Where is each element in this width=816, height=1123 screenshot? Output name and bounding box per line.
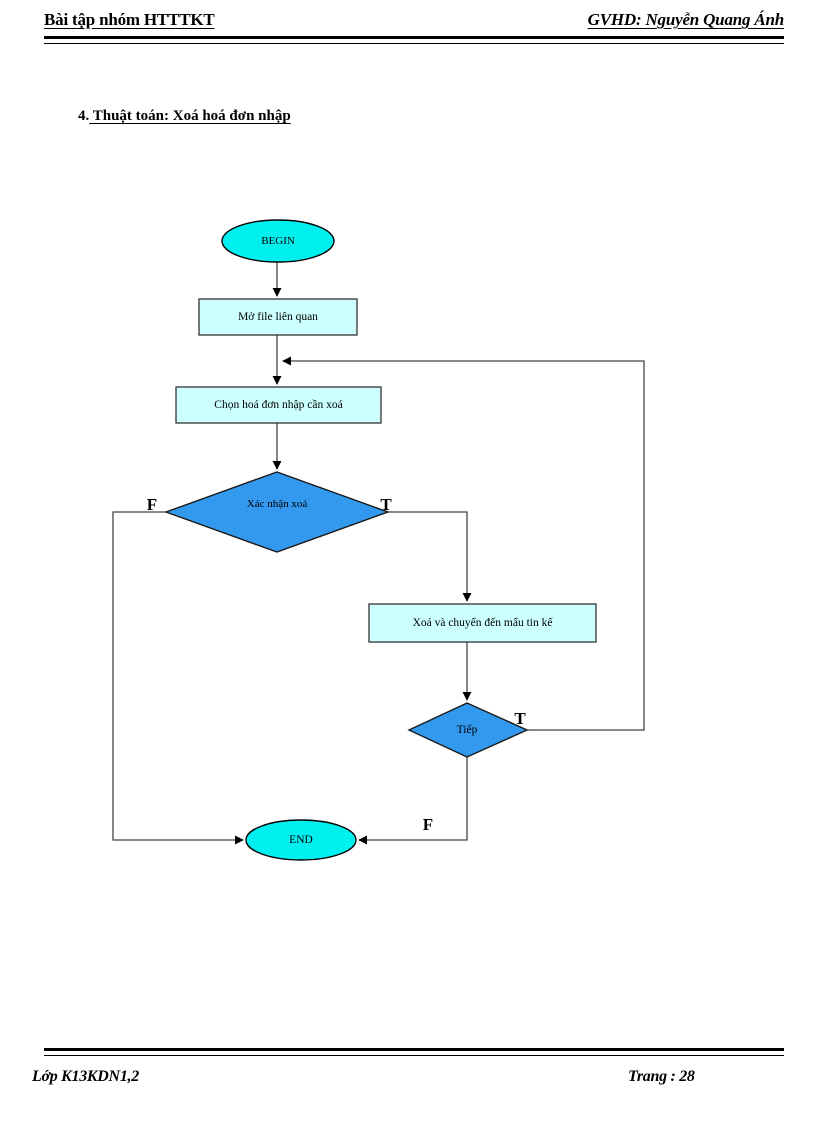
edge-confirm-true-to-delete — [388, 511, 472, 602]
edge-confirm-false-to-end — [112, 511, 244, 845]
section-number: 4. — [78, 108, 90, 124]
node-next-record — [407, 702, 529, 758]
section-title-text: Thuật toán: Xoá hoá đơn nhập — [89, 108, 291, 124]
footer-divider-rule — [44, 1048, 784, 1056]
footer-right-text: Trang : 28 — [628, 1068, 695, 1085]
edge-next-true-loopback — [282, 356, 645, 731]
node-open-file — [198, 298, 358, 336]
page-header: Bài tập nhóm HTTTKT GVHD: Nguyễn Quang Á… — [44, 10, 784, 44]
node-begin — [221, 219, 335, 263]
node-confirm-delete — [163, 471, 391, 553]
edge-next-false-to-end — [358, 757, 468, 845]
header-left-text: Bài tập nhóm HTTTKT — [44, 10, 215, 29]
header-right-text: GVHD: Nguyễn Quang Ánh — [587, 10, 785, 29]
page-title: 4. Thuật toán: Xoá hoá đơn nhập — [78, 108, 291, 125]
header-divider-rule — [44, 36, 784, 44]
node-end — [245, 819, 357, 861]
footer-left-text: Lớp K13KDN1,2 — [32, 1068, 139, 1085]
node-delete-and-move — [368, 603, 597, 643]
node-choose-invoice — [175, 386, 382, 424]
